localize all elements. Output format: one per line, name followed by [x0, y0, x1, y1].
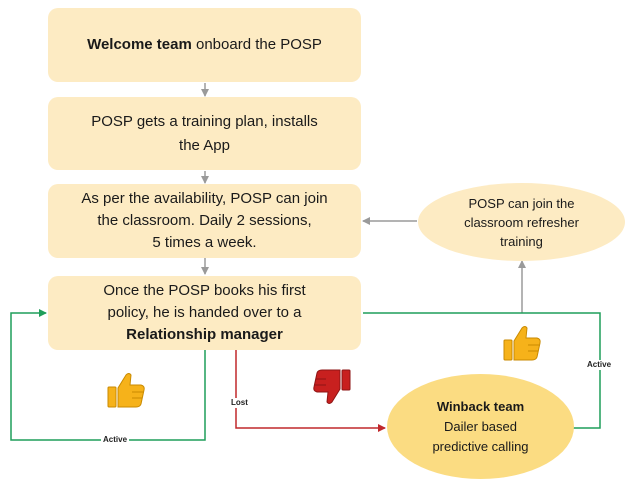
- training-step: POSP gets a training plan, installs the …: [48, 97, 361, 170]
- thumbs-down-icon: [313, 369, 351, 404]
- winback-title: Winback team: [436, 398, 525, 414]
- classroom-step-line1: As per the availability, POSP can join: [81, 190, 328, 207]
- welcome-step: Welcome team onboard the POSP: [48, 8, 361, 82]
- active-left-label: Active: [101, 435, 130, 445]
- welcome-step-text: Welcome team onboard the POSP: [87, 33, 322, 57]
- training-step-line1: POSP gets a training plan, installs: [91, 112, 318, 130]
- welcome-step-bold: Welcome team: [87, 36, 192, 53]
- refresher-line2: classroom refresher: [464, 214, 579, 230]
- thumbs-up-icon: [503, 326, 541, 361]
- handover-step: Once the POSP books his first policy, he…: [48, 276, 361, 350]
- lost-path: [235, 350, 386, 432]
- classroom-step-line3: 5 times a week.: [152, 234, 257, 251]
- winback-line2: predictive calling: [432, 438, 529, 454]
- handover-step-line2: policy, he is handed over to a: [107, 304, 302, 321]
- classroom-step-line2: the classroom. Daily 2 sessions,: [97, 212, 312, 229]
- handover-step-line1: Once the POSP books his first: [103, 282, 306, 299]
- refresher-line3: training: [500, 233, 543, 249]
- winback-oval: Winback team Dailer based predictive cal…: [387, 374, 574, 479]
- handover-step-line3: Relationship manager: [126, 326, 283, 343]
- refresher-line1: POSP can join the: [468, 195, 575, 211]
- active-loop-left: [10, 309, 206, 441]
- thumbs-up-icon: [107, 373, 145, 408]
- active-line-right: [363, 312, 601, 429]
- winback-line1: Dailer based: [444, 418, 517, 434]
- lost-label: Lost: [229, 398, 250, 408]
- training-step-line2: the App: [179, 136, 230, 154]
- active-right-label: Active: [585, 360, 614, 370]
- classroom-step: As per the availability, POSP can join t…: [48, 184, 361, 258]
- welcome-step-rest: onboard the POSP: [191, 36, 322, 53]
- refresher-oval: POSP can join the classroom refresher tr…: [418, 183, 625, 261]
